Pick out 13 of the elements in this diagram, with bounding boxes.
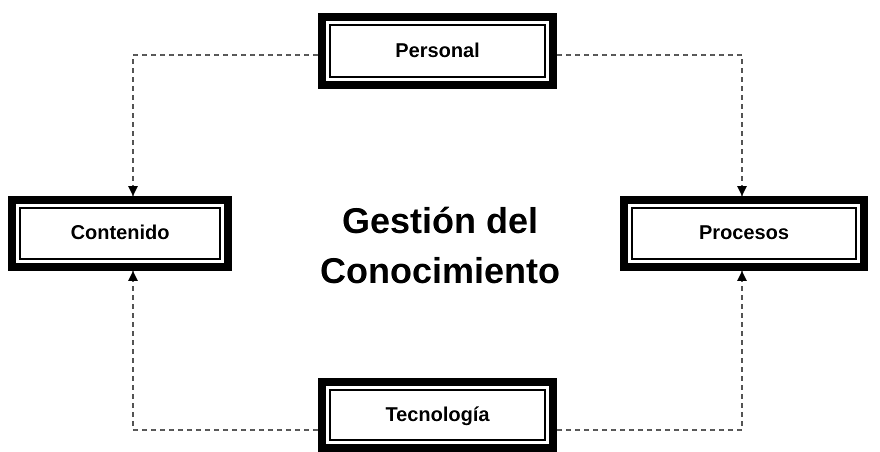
dashed-arrow	[557, 271, 747, 431]
box-label: Tecnología	[385, 404, 490, 426]
double-border-box	[620, 196, 868, 271]
center-title: Gestión del Conocimiento	[319, 199, 561, 294]
box-label: Contenido	[70, 222, 170, 245]
double-border-box	[318, 13, 557, 89]
double-border-box	[8, 196, 232, 271]
dashed-arrow	[557, 54, 747, 196]
box-label: Personal	[395, 40, 480, 62]
box-label: Procesos	[698, 222, 790, 245]
dashed-arrow	[128, 54, 318, 196]
double-border-box	[318, 378, 557, 452]
dashed-arrow	[128, 271, 318, 431]
